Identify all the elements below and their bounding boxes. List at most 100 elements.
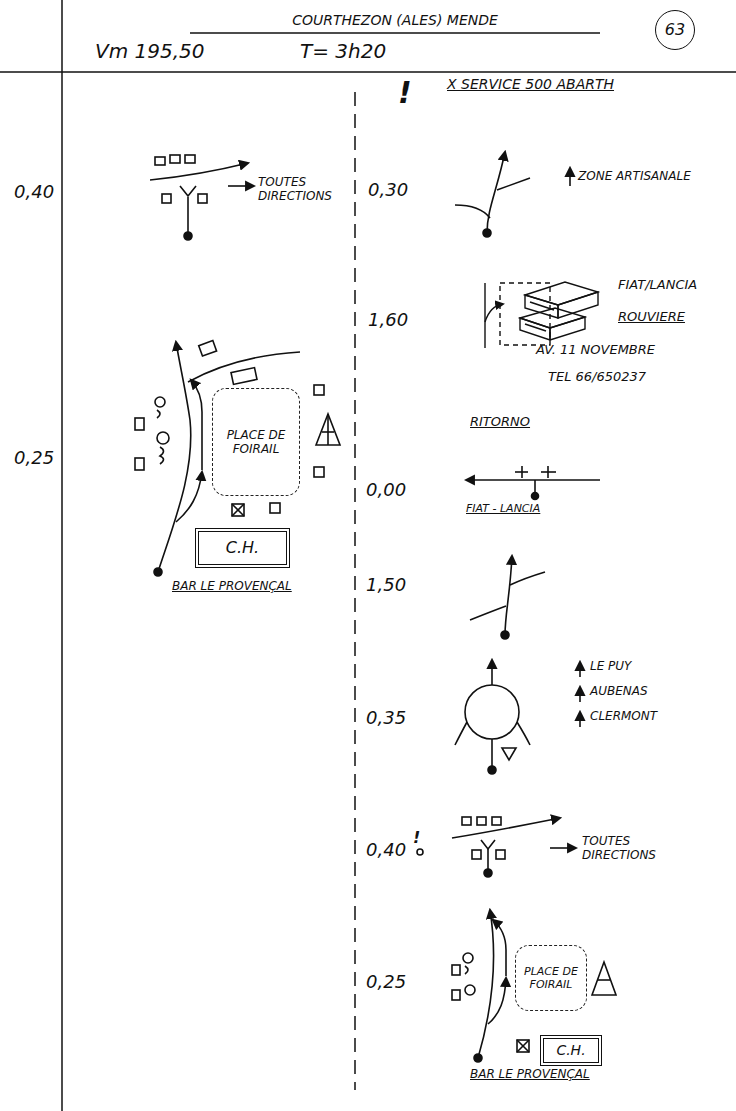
square-drawing	[452, 965, 460, 975]
partial-distance: 0,30	[368, 180, 408, 201]
square-drawing	[465, 966, 468, 974]
direction-sign: CLERMONT	[590, 710, 657, 724]
square-drawing	[232, 504, 244, 516]
square-drawing	[327, 414, 329, 445]
return-symbol	[521, 466, 523, 478]
node-text: PLACE DE FOIRAIL	[523, 965, 579, 991]
roundabout-symbol	[465, 685, 519, 739]
square-drawing	[517, 1040, 529, 1052]
junction-symbol	[550, 847, 576, 849]
roundabout-symbol	[502, 748, 516, 760]
roundabout-symbol	[491, 660, 493, 685]
page-frame	[354, 92, 356, 1090]
junction-symbol	[510, 572, 545, 585]
square-drawing	[232, 504, 244, 516]
node-text: 63	[665, 20, 685, 39]
junction-symbol	[472, 850, 481, 859]
roundabout-symbol	[579, 687, 581, 702]
square-drawing	[314, 467, 324, 477]
junction-symbol	[455, 205, 490, 218]
service-note: X SERVICE 500 ABARTH	[447, 76, 614, 92]
junction-symbol	[481, 840, 495, 849]
partial-distance: 1,50	[366, 575, 406, 596]
square-drawing	[160, 447, 164, 464]
garage-address: AV. 11 NOVEMBRE	[536, 343, 655, 358]
node-text: PLACE DE FOIRAIL	[220, 428, 292, 457]
square-drawing	[157, 410, 160, 418]
roundabout-symbol	[488, 766, 496, 774]
garage-symbol	[525, 324, 546, 331]
page-number: 63	[655, 10, 695, 50]
direction-sign: AUBENAS	[590, 685, 648, 699]
return-symbol	[534, 480, 536, 493]
square-drawing	[135, 418, 144, 430]
garage-phone: TEL 66/650237	[548, 370, 646, 385]
landmark-name: BAR LE PROVENÇAL	[172, 580, 292, 594]
partial-distance: 0,25	[366, 972, 406, 993]
square-drawing	[598, 979, 610, 981]
square-drawing	[154, 568, 162, 576]
control-box: C.H.	[540, 1035, 602, 1066]
square-drawing	[231, 368, 257, 385]
direction-sign: TOUTES DIRECTIONS	[258, 176, 353, 204]
square-drawing	[488, 978, 506, 1024]
junction-symbol	[470, 556, 545, 639]
square-drawing	[188, 352, 300, 382]
garage-symbol	[525, 282, 598, 305]
square-drawing	[517, 1040, 529, 1052]
square-drawing	[316, 414, 340, 445]
control-box: C.H.	[195, 528, 290, 568]
junction-symbol	[492, 817, 501, 825]
junction-symbol	[170, 155, 180, 163]
junction-symbol	[417, 849, 423, 855]
square-drawing	[270, 503, 280, 513]
node-text: C.H.	[226, 538, 259, 557]
garage-name: FIAT - LANCIA	[466, 503, 540, 516]
garage-symbol	[520, 318, 550, 340]
square-drawing	[493, 920, 506, 976]
direction-sign: LE PUY	[590, 660, 631, 674]
direction-sign: TOUTES DIRECTIONS	[582, 835, 692, 863]
partial-distance: 0,40	[366, 840, 406, 861]
junction-symbol	[228, 185, 254, 187]
page-frame	[61, 0, 63, 1111]
junction-symbol	[185, 155, 195, 163]
junction-symbol	[162, 194, 171, 203]
caution-mark: !	[398, 76, 412, 111]
section-heading: RITORNO	[470, 415, 530, 430]
roundabout-symbol	[579, 662, 581, 677]
square-drawing	[465, 985, 475, 995]
node-text: C.H.	[556, 1042, 585, 1059]
junction-symbol	[462, 817, 471, 825]
square-drawing	[191, 380, 202, 470]
direction-sign: ZONE ARTISANALE	[578, 170, 691, 184]
junction-symbol	[150, 155, 254, 240]
junction-symbol	[198, 194, 207, 203]
page-title: COURTHEZON (ALES) MENDE	[190, 12, 600, 28]
square-outline: PLACE DE FOIRAIL	[212, 388, 300, 496]
partial-distance: 1,60	[368, 310, 408, 331]
junction-symbol	[477, 817, 486, 825]
page-frame	[190, 32, 600, 34]
square-drawing	[474, 1054, 482, 1062]
return-symbol	[466, 466, 600, 500]
return-symbol	[547, 466, 549, 478]
junction-symbol	[483, 229, 491, 237]
square-drawing	[157, 432, 169, 444]
junction-symbol	[484, 869, 492, 877]
square-drawing	[135, 458, 144, 470]
square-drawing	[452, 910, 616, 1062]
garage-symbol	[558, 292, 598, 318]
partial-distance: 0,40	[14, 182, 54, 203]
junction-symbol	[455, 152, 570, 237]
square-drawing	[155, 397, 165, 407]
garage-name: FIAT/LANCIA	[618, 278, 697, 293]
garage-symbol	[484, 283, 485, 348]
square-drawing	[176, 472, 202, 522]
square-drawing	[232, 504, 244, 516]
junction-symbol	[505, 556, 512, 635]
roundabout-symbol	[517, 722, 530, 745]
